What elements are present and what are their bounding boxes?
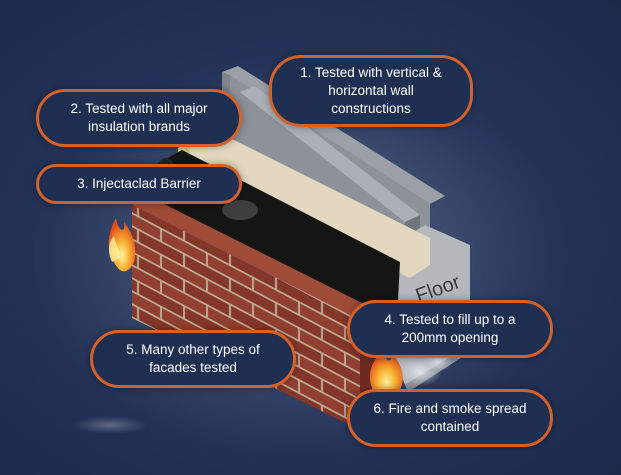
callout-200mm-opening: 4. Tested to fill up to a 200mm opening xyxy=(347,300,553,358)
callout-6-line-2: contained xyxy=(420,419,480,434)
callout-1-line-3: constructions xyxy=(331,101,411,116)
flame-right xyxy=(369,350,403,396)
callout-other-facades: 5. Many other types of facades tested xyxy=(90,330,296,388)
callout-2-line-1: 2. Tested with all major xyxy=(70,101,208,116)
callout-2-line-2: insulation brands xyxy=(87,119,191,134)
callout-fire-smoke-contained: 6. Fire and smoke spread contained xyxy=(347,389,553,447)
callout-injectaclad-barrier: 3. Injectaclad Barrier xyxy=(36,164,242,204)
flame-left xyxy=(108,218,136,272)
callout-insulation-brands: 2. Tested with all major insulation bran… xyxy=(36,89,242,147)
callout-6-line-1: 6. Fire and smoke spread xyxy=(373,401,527,416)
callout-1-line-2: horizontal wall xyxy=(328,83,414,98)
callout-vertical-horizontal-walls: 1. Tested with vertical & horizontal wal… xyxy=(269,55,473,127)
callout-5-line-1: 5. Many other types of xyxy=(126,342,260,357)
callout-1-line-1: 1. Tested with vertical & xyxy=(300,65,442,80)
callout-4-line-2: 200mm opening xyxy=(401,330,499,345)
smoke-left xyxy=(72,416,148,434)
callout-5-line-2: facades tested xyxy=(149,360,237,375)
callout-3-line-1: 3. Injectaclad Barrier xyxy=(77,176,201,191)
callout-4-line-1: 4. Tested to fill up to a xyxy=(384,312,516,327)
